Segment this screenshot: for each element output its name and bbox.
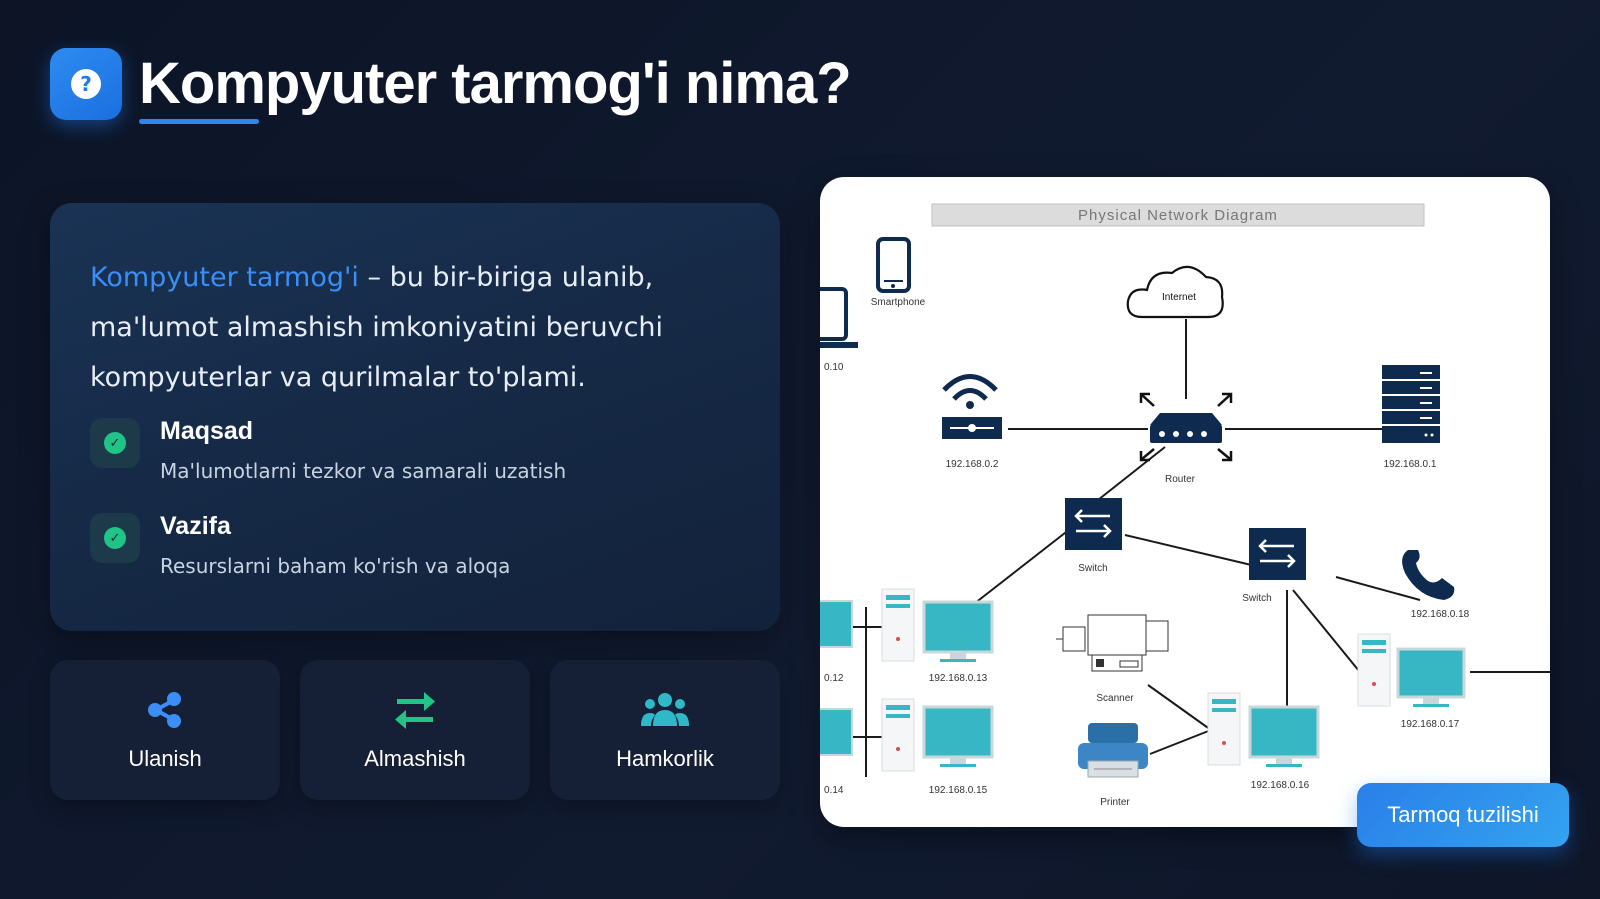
label-scanner: Scanner [1096,693,1134,704]
wifi-access-point-icon [942,374,1002,439]
label-ip-phone: 192.168.0.18 [1411,609,1470,620]
label-ip-15: 192.168.0.15 [929,785,988,796]
laptop-icon [820,287,858,348]
feature-tiles: Ulanish Almashish Hamkorlik [50,660,780,800]
feature-desc: Resurslarni baham ko'rish va aloqa [160,554,511,578]
definition-line2: ma'lumot almashish imkoniyatini beruvchi [90,312,664,343]
tile-label: Hamkorlik [616,746,714,771]
feature-title: Maqsad [160,417,254,445]
label-ip-17: 192.168.0.17 [1401,719,1460,730]
label-switch-2: Switch [1242,593,1271,604]
definition-line1: – bu bir-biriga ulanib, [358,262,654,293]
feature-maqsad: ✓ Maqsad Ma'lumotlarni tezkor va samaral… [90,417,567,483]
diagram-title: Physical Network Diagram [1078,207,1278,224]
label-ip-16: 192.168.0.16 [1251,780,1310,791]
scanner-icon [1056,614,1169,672]
label-ip-13: 192.168.0.13 [929,673,988,684]
tile-hamkorlik[interactable]: Hamkorlik [550,660,780,800]
definition-highlight: Kompyuter tarmog'i [90,262,359,293]
label-smartphone: Smartphone [871,297,926,308]
feature-desc: Ma'lumotlarni tezkor va samarali uzatish [160,459,567,483]
network-structure-button[interactable]: Tarmoq tuzilishi [1357,783,1569,847]
slide-header: ? Kompyuter tarmog'i nima? [50,46,852,124]
label-internet: Internet [1162,292,1196,303]
label-printer: Printer [1100,797,1130,808]
label-ip-wifi: 192.168.0.2 [946,459,999,470]
label-ip-0-10: 0.10 [824,362,844,373]
label-router: Router [1165,474,1196,485]
network-diagram-image: Physical Network Diagram Smartphone [820,177,1550,827]
label-ip-server: 192.168.0.1 [1384,459,1437,470]
label-switch-1: Switch [1078,563,1107,574]
internet-cloud-icon [1126,265,1224,319]
check-circle-icon: ✓ [90,418,140,468]
title-underline [139,119,259,124]
tile-label: Ulanish [128,746,202,771]
definition-card: Kompyuter tarmog'i – bu bir-biriga ulani… [50,203,780,631]
server-icon [1382,365,1440,443]
check-circle-icon: ✓ [90,513,140,563]
question-badge: ? [50,48,122,120]
desktop-computer-icon [881,588,994,662]
tile-label: Almashish [364,746,466,771]
switch-icon [1249,528,1306,580]
users-icon [640,688,690,732]
desktop-computer-icon [881,698,994,772]
router-icon [1139,392,1233,462]
title-wrap: Kompyuter tarmog'i nima? [139,46,852,124]
feature-vazifa: ✓ Vazifa Resurslarni baham ko'rish va al… [90,512,511,578]
feature-title: Vazifa [160,512,231,540]
definition-line3: kompyuterlar va qurilmalar to'plami. [90,362,586,393]
definition-text: Kompyuter tarmog'i – bu bir-biriga ulani… [90,253,710,403]
ip-phone-icon [1402,550,1455,600]
desktop-computer-icon [1207,692,1320,767]
monitor-icon [820,600,853,756]
label-ip-0-12: 0.12 [824,673,844,684]
label-ip-0-14: 0.14 [824,785,844,796]
tile-almashish[interactable]: Almashish [300,660,530,800]
switch-icon [1065,498,1122,550]
printer-icon [1078,723,1148,778]
exchange-arrows-icon [393,688,437,732]
page-title: Kompyuter tarmog'i nima? [139,51,852,116]
share-icon [145,688,185,732]
question-icon: ? [71,69,101,99]
tile-ulanish[interactable]: Ulanish [50,660,280,800]
desktop-computer-icon [1357,633,1466,707]
smartphone-icon [876,237,911,293]
